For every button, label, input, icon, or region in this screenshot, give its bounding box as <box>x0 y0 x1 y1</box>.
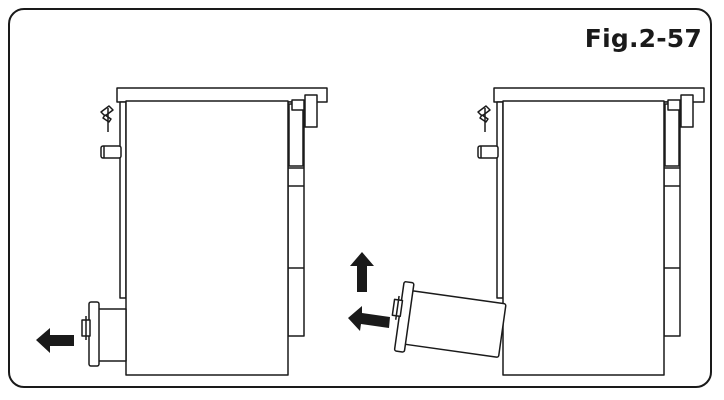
knob-icon-right <box>477 145 499 159</box>
right-back-panel <box>496 101 504 299</box>
left-removable-drum <box>81 301 127 367</box>
arrow-left-icon-2 <box>348 306 390 331</box>
right-unit <box>391 87 705 376</box>
left-unit <box>81 87 328 376</box>
left-hinge-block <box>288 103 304 167</box>
left-body <box>125 100 289 376</box>
right-hinge-block <box>664 103 680 167</box>
right-tilted-drum <box>391 281 507 358</box>
pin-icon <box>100 105 114 132</box>
right-body <box>502 100 665 376</box>
left-back-panel <box>119 101 127 299</box>
pin-icon-right <box>477 105 491 132</box>
figure-label: Fig.2-57 <box>584 24 702 53</box>
arrow-up-icon <box>350 252 374 292</box>
knob-icon <box>100 145 122 159</box>
arrow-left-icon <box>36 328 74 353</box>
figure-frame <box>8 8 712 388</box>
